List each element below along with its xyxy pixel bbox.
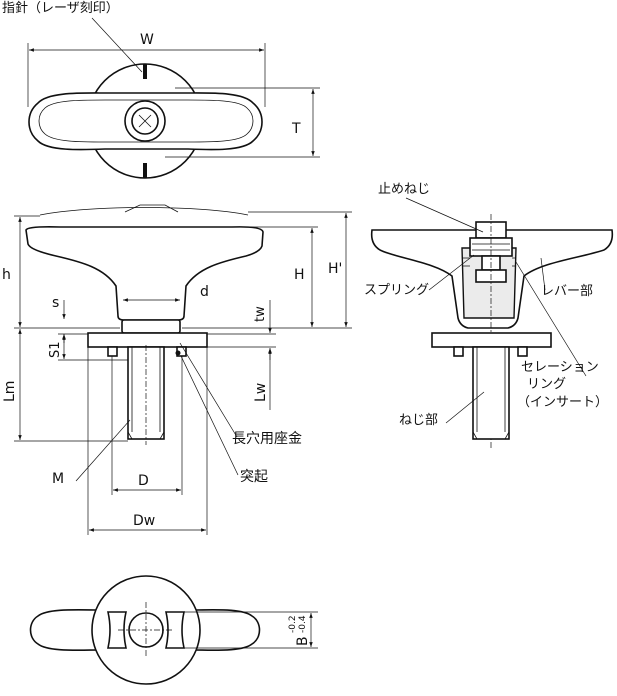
top-view <box>27 17 320 179</box>
dim-D: D <box>138 473 149 489</box>
dim-B-tol-upper: -0.2 <box>288 615 298 633</box>
callout-serration: セレーション <box>521 360 599 375</box>
callout-set-screw: 止めねじ <box>378 182 431 197</box>
dim-T: T <box>292 121 301 137</box>
dim-Dw: Dw <box>133 513 156 529</box>
lever-head-side <box>25 226 264 321</box>
callout-serration-3: （インサート） <box>517 395 609 410</box>
dim-H: H <box>294 267 305 283</box>
pointer-mark-top <box>143 64 147 79</box>
dim-H-prime: H' <box>328 261 343 277</box>
dim-Lw: Lw <box>253 382 269 402</box>
bottom-view <box>29 575 318 685</box>
section-view <box>370 197 614 448</box>
callout-thread: ねじ部 <box>399 413 439 428</box>
dim-M: M <box>52 471 65 487</box>
dim-W: W <box>140 32 154 48</box>
callout-spring: スプリング <box>364 283 430 298</box>
callout-serration-2: リング <box>527 377 567 392</box>
slotted-washer <box>87 332 208 348</box>
callout-lever: レバー部 <box>541 284 594 299</box>
dim-S1: S1 <box>48 341 63 358</box>
dim-Lm: Lm <box>2 380 18 402</box>
dim-B-tol-lower: -0.4 <box>298 615 308 633</box>
callout-washer: 長穴用座金 <box>232 431 302 447</box>
dim-tw: tw <box>253 306 268 322</box>
dim-h: h <box>2 267 11 283</box>
callout-protrusion: 突起 <box>240 469 268 485</box>
dim-d: d <box>200 284 209 300</box>
pointer-mark-bottom <box>143 163 147 178</box>
dim-B: B <box>295 636 311 646</box>
callout-pointer: 指針（レーザ刻印） <box>2 1 119 16</box>
dim-s: s <box>52 295 60 311</box>
front-view <box>14 204 352 535</box>
